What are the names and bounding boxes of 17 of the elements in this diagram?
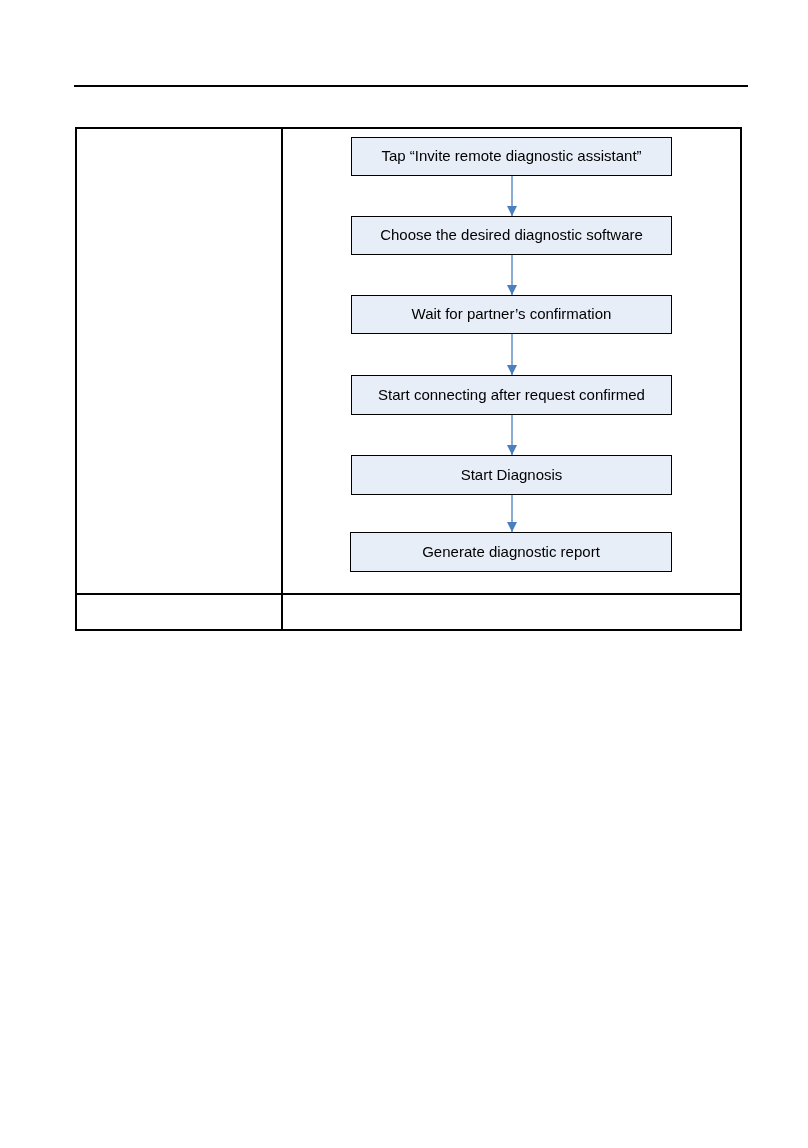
process-box [351,375,672,415]
arrow [507,175,517,217]
process-box [351,137,672,176]
step-text: Choose the desired diagnostic software [380,226,643,245]
arrow [507,494,517,533]
arrow [507,414,517,456]
process-box [351,216,672,255]
arrow [507,254,517,296]
step-text: Start connecting after request confirmed [378,385,645,405]
step-text: Tap “Invite remote diagnostic assistant” [381,147,642,166]
process-box [350,532,672,572]
step-text: Start Diagnosis [460,465,563,485]
arrow [507,333,517,376]
process-box [351,455,672,495]
process-box [351,295,672,334]
step-text: Wait for partner’s confirmation [411,305,612,324]
step-text: Generate diagnostic report [422,542,600,562]
